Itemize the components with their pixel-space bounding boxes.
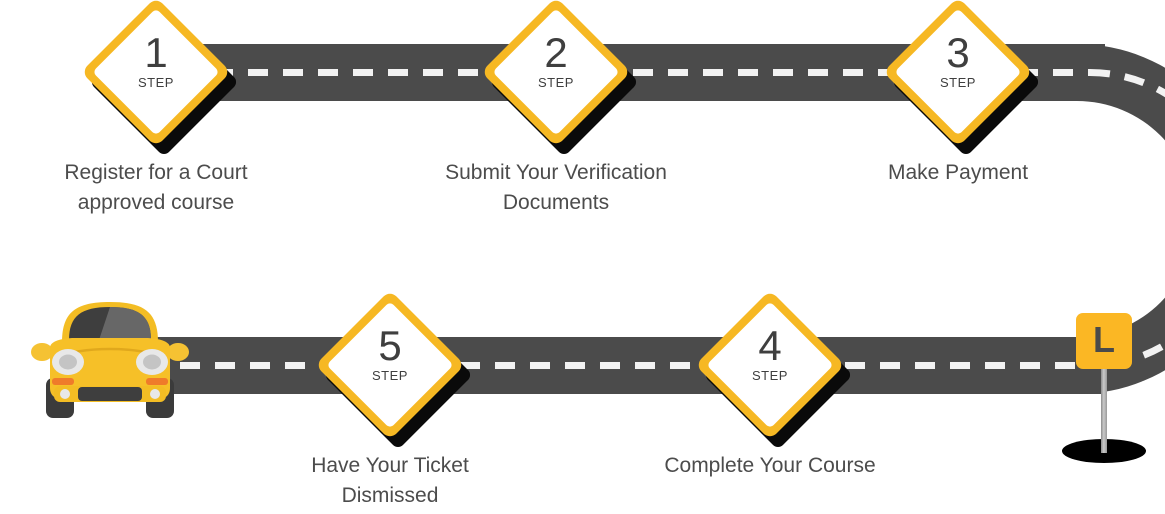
step-node-4[interactable]: 4 STEP: [695, 290, 853, 450]
sign-pole: [1101, 339, 1107, 453]
sign-plate: [1076, 313, 1132, 369]
step-caption-line-1: Make Payment: [887, 161, 1029, 184]
step-caption-line-1: Complete Your Course: [664, 454, 876, 477]
step-caption-line-1: Submit Your Verification: [445, 161, 667, 184]
step-node-3[interactable]: 3 STEP: [883, 0, 1041, 157]
step-caption-3: Make Payment: [788, 158, 1128, 188]
step-caption-5: Have Your Ticket Dismissed: [220, 451, 560, 511]
step-caption-2: Submit Your Verification Documents: [386, 158, 726, 218]
step-caption-line-2: approved course: [77, 191, 235, 214]
sign-plate-letter: L: [1093, 319, 1115, 360]
step-caption-1: Register for a Court approved course: [0, 158, 326, 218]
step-node-1[interactable]: 1 STEP: [81, 0, 239, 157]
step-caption-line-2: Documents: [502, 191, 610, 214]
step-caption-line-1: Have Your Ticket: [311, 454, 469, 477]
step-node-2[interactable]: 2 STEP: [481, 0, 639, 157]
step-caption-line-1: Register for a Court: [64, 161, 248, 184]
step-caption-4: Complete Your Course: [600, 451, 940, 481]
car-icon: [31, 302, 189, 418]
step-caption-line-2: Dismissed: [341, 484, 439, 507]
step-node-5[interactable]: 5 STEP: [315, 290, 473, 450]
learner-plate-icon: L: [1062, 313, 1146, 463]
